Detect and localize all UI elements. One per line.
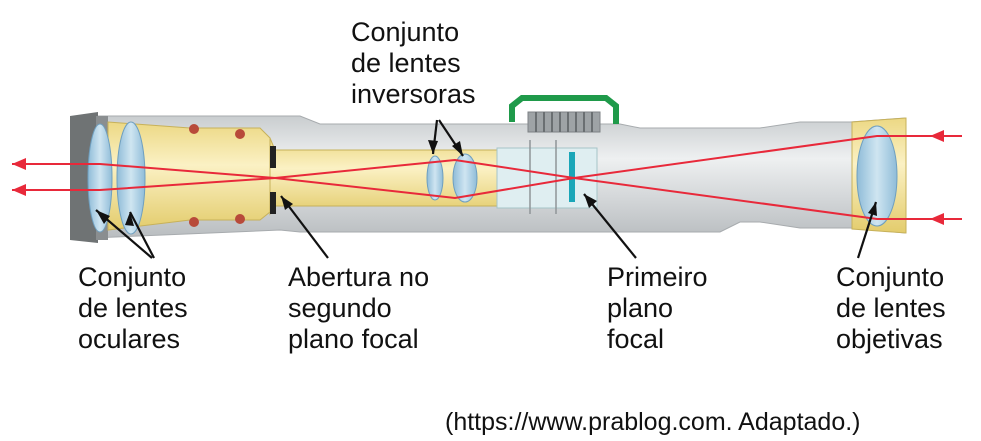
label-second-focal-aperture: Abertura no segundo plano focal [288, 262, 430, 354]
aperture-block-bottom [270, 192, 276, 214]
screw-dot [189, 124, 199, 134]
ocular-lens-1 [87, 123, 113, 233]
source-citation: (https://www.prablog.com. Adaptado.) [445, 408, 861, 436]
arrowhead-right-lower [930, 213, 944, 225]
label-objective-lenses: Conjunto de lentes objetivas [836, 262, 946, 354]
arrowhead-left-upper [12, 158, 26, 170]
screw-dot [235, 129, 245, 139]
arrowhead-left-lower [12, 184, 26, 196]
screw-dot [235, 214, 245, 224]
pointer-arrowheads [96, 140, 877, 226]
aperture-block-top [270, 146, 276, 168]
inner-tube-light [496, 147, 598, 209]
light-rays [12, 135, 962, 220]
screw-dot [189, 217, 199, 227]
label-ocular-lenses: Conjunto de lentes oculares [78, 262, 188, 354]
label-inverter-lenses: Conjunto de lentes inversoras [351, 17, 476, 109]
label-first-focal-plane: Primeiro plano focal [607, 262, 708, 354]
ray-lower [12, 158, 962, 220]
ocular-lens-2 [116, 121, 146, 235]
inverter-lens-2 [452, 153, 478, 203]
ray-arrowheads [12, 130, 944, 225]
turret-knob [527, 111, 601, 133]
inverter-lens-1 [426, 155, 444, 201]
turret-grip [535, 112, 593, 132]
arrowhead-right-upper [930, 130, 944, 142]
turret-housing [509, 95, 619, 124]
ray-upper [12, 135, 962, 200]
objective-lens [856, 125, 898, 227]
